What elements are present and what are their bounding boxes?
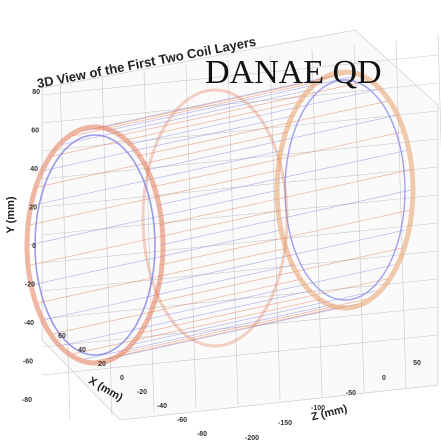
grid-line xyxy=(41,82,439,124)
coil-winding-line xyxy=(127,89,379,145)
coil-winding-line xyxy=(52,278,303,335)
coil-winding-line xyxy=(160,189,412,246)
grid-line xyxy=(41,334,439,376)
grid-line xyxy=(395,39,407,389)
coil-winding-line xyxy=(156,149,408,206)
grid-line xyxy=(41,54,439,96)
grid-line xyxy=(353,44,365,393)
coil-layers xyxy=(24,69,416,366)
coil-winding-line xyxy=(94,73,346,130)
y-tick-label: 40 xyxy=(30,166,38,173)
coil-winding-line xyxy=(137,278,388,335)
coil-winding-line xyxy=(127,290,379,346)
coil-winding-line xyxy=(152,247,403,304)
y-tick-label: 0 xyxy=(32,243,36,250)
z-tick-label: -50 xyxy=(346,390,356,397)
z-axis-ticks: -200-150-100-50050100 xyxy=(245,360,421,442)
grid-line xyxy=(269,54,281,401)
grid-line xyxy=(185,64,197,409)
coil-front-end xyxy=(24,124,166,366)
z-tick-label: -150 xyxy=(278,420,292,427)
y-tick-label: 20 xyxy=(29,205,37,212)
x-axis-ticks: 60 40 20 0 -20 -40 -60 -80 xyxy=(58,333,207,438)
coil-winding-line xyxy=(37,131,288,188)
coil-winding-line xyxy=(44,115,295,171)
coil-winding-line xyxy=(72,298,323,355)
grid-line xyxy=(311,49,323,397)
coil-winding-line xyxy=(32,229,284,286)
coil-winding-line xyxy=(117,298,368,355)
x-tick-label: 20 xyxy=(98,361,106,368)
y-tick-label: 60 xyxy=(31,128,39,135)
coil-winding-line xyxy=(156,229,408,286)
grid-line xyxy=(59,79,71,421)
z-tick-label: 0 xyxy=(382,375,386,382)
grid-line xyxy=(437,34,441,151)
y-tick-label: -20 xyxy=(25,282,35,289)
coil-winding-line xyxy=(94,305,346,362)
coil-winding-line xyxy=(117,80,368,137)
y-tick-label: -60 xyxy=(23,359,33,366)
x-tick-label: -40 xyxy=(157,403,167,410)
coil-winding-line xyxy=(137,100,388,157)
coil-middle-band xyxy=(141,88,289,348)
z-tick-label: -200 xyxy=(245,435,259,442)
grid-line xyxy=(41,138,439,180)
y-tick-label: 80 xyxy=(32,89,40,96)
coil-winding-line xyxy=(106,303,357,360)
z-tick-label: -100 xyxy=(311,405,325,412)
grid-line xyxy=(41,222,439,264)
x-tick-label: -20 xyxy=(137,389,147,396)
x-tick-label: 0 xyxy=(120,375,124,382)
y-tick-label: -80 xyxy=(22,397,32,404)
coil-rear-end-inner xyxy=(284,79,406,301)
y-tick-label: -40 xyxy=(24,320,34,327)
coil-front-end-inner xyxy=(34,134,156,356)
coil-winding-line xyxy=(52,100,303,157)
x-tick-label: 60 xyxy=(58,333,66,340)
coil-winding-line xyxy=(145,264,396,320)
z-tick-label: 50 xyxy=(413,360,421,367)
y-axis-label: Y (mm) xyxy=(5,196,17,233)
coil-winding-line xyxy=(72,80,323,137)
grid-line xyxy=(41,194,439,236)
y-axis-ticks: 80 60 40 20 0 -20 -40 -60 -80 xyxy=(22,89,40,404)
grid-line xyxy=(41,110,439,152)
danae-qd-label: DANAE QD xyxy=(205,54,382,91)
coil-winding-line xyxy=(61,290,313,346)
coil-winding-line xyxy=(83,75,334,132)
grid-line xyxy=(143,69,155,413)
x-tick-label: -60 xyxy=(177,417,187,424)
x-tick-label: -80 xyxy=(197,431,207,438)
coil-rear-end xyxy=(274,69,416,311)
coil-winding-line xyxy=(32,149,284,206)
coil-winding-line xyxy=(44,264,295,320)
coil-winding-line xyxy=(145,115,396,171)
x-tick-label: 40 xyxy=(78,347,86,354)
